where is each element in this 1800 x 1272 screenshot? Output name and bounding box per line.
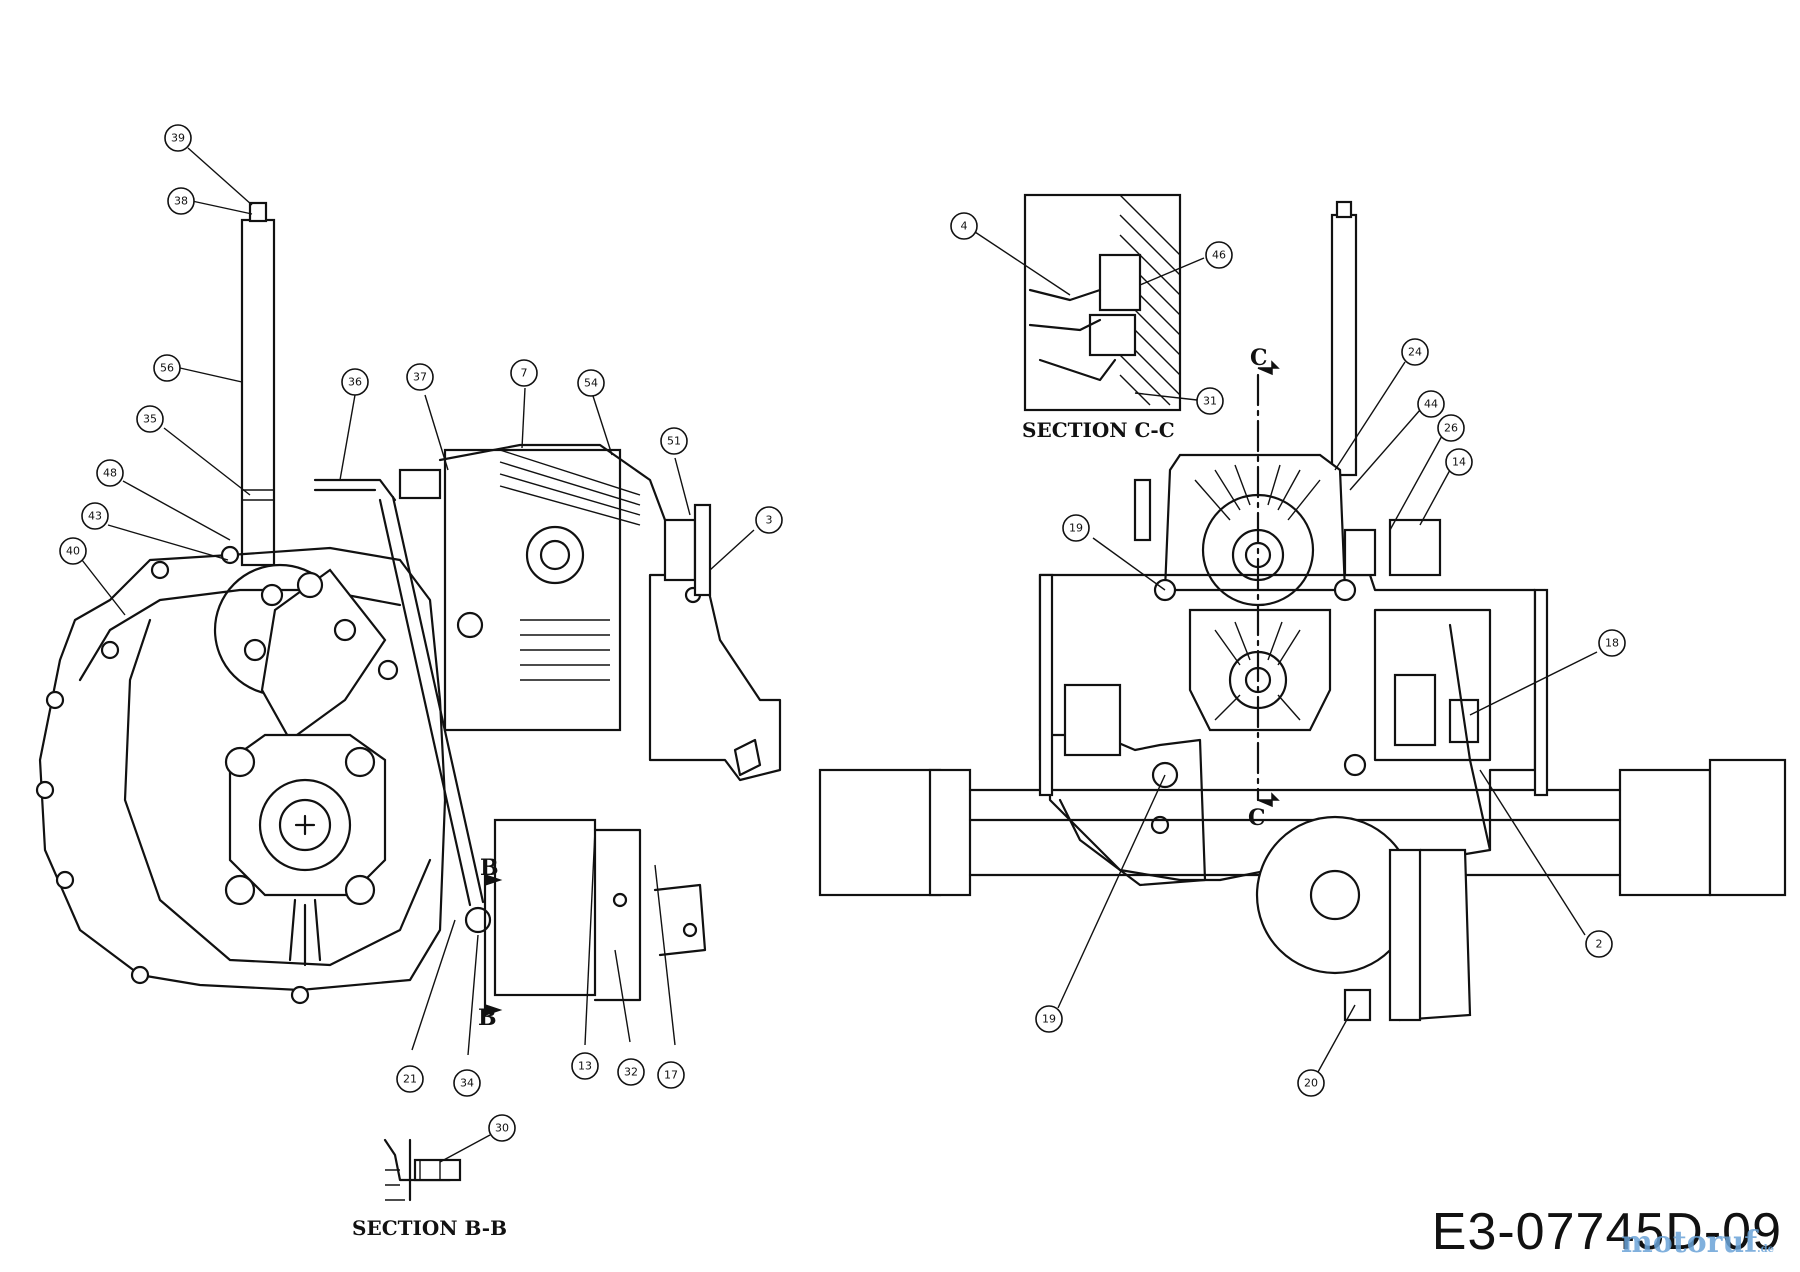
callout-37: 37 bbox=[406, 363, 434, 391]
callout-35: 35 bbox=[136, 405, 164, 433]
callout-40: 40 bbox=[59, 537, 87, 565]
svg-text:37: 37 bbox=[413, 371, 427, 384]
svg-text:46: 46 bbox=[1212, 249, 1226, 262]
svg-text:34: 34 bbox=[460, 1077, 474, 1090]
callout-24: 24 bbox=[1401, 338, 1429, 366]
callout-20: 20 bbox=[1297, 1069, 1325, 1097]
section-c-label: SECTION C-C bbox=[1022, 418, 1175, 442]
callout-44: 44 bbox=[1417, 390, 1445, 418]
left-view-transaxle: B B bbox=[35, 201, 782, 1031]
fan-spokes-lower bbox=[1214, 621, 1301, 721]
svg-text:56: 56 bbox=[160, 362, 174, 375]
callout-32: 32 bbox=[617, 1058, 645, 1086]
svg-text:48: 48 bbox=[103, 467, 117, 480]
svg-text:36: 36 bbox=[348, 376, 362, 389]
svg-text:21: 21 bbox=[403, 1073, 417, 1086]
svg-text:30: 30 bbox=[495, 1122, 509, 1135]
callout-54: 54 bbox=[577, 369, 605, 397]
cut-label-c-bottom: C bbox=[1248, 805, 1266, 831]
callout-18: 18 bbox=[1598, 629, 1626, 657]
svg-text:13: 13 bbox=[578, 1060, 592, 1073]
section-b-label: SECTION B-B bbox=[352, 1216, 507, 1240]
svg-text:51: 51 bbox=[667, 435, 681, 448]
callout-21: 21 bbox=[396, 1065, 424, 1093]
callout-7: 7 bbox=[510, 359, 538, 387]
callout-46: 46 bbox=[1205, 241, 1233, 269]
housing-bolts bbox=[35, 545, 310, 1005]
callout-43: 43 bbox=[81, 502, 109, 530]
svg-text:2: 2 bbox=[1596, 938, 1603, 951]
callout-2: 2 bbox=[1585, 930, 1613, 958]
callout-31: 31 bbox=[1196, 387, 1224, 415]
svg-text:18: 18 bbox=[1605, 637, 1619, 650]
svg-text:32: 32 bbox=[624, 1066, 638, 1079]
cut-label-b-top: B bbox=[480, 855, 499, 881]
svg-text:26: 26 bbox=[1444, 422, 1458, 435]
callout-36: 36 bbox=[341, 368, 369, 396]
callout-19-lower: 19 bbox=[1035, 1005, 1063, 1033]
cut-label-b-bottom: B bbox=[478, 1005, 497, 1031]
svg-text:14: 14 bbox=[1452, 456, 1466, 469]
callout-51: 51 bbox=[660, 427, 688, 455]
svg-text:35: 35 bbox=[143, 413, 157, 426]
svg-text:17: 17 bbox=[664, 1069, 678, 1082]
svg-text:24: 24 bbox=[1408, 346, 1422, 359]
svg-text:54: 54 bbox=[584, 377, 598, 390]
callout-3: 3 bbox=[755, 506, 783, 534]
fan-spokes-upper bbox=[1194, 464, 1321, 521]
svg-text:19: 19 bbox=[1042, 1013, 1056, 1026]
callout-30: 30 bbox=[488, 1114, 516, 1142]
callout-38: 38 bbox=[167, 187, 195, 215]
callout-34: 34 bbox=[453, 1069, 481, 1097]
svg-text:40: 40 bbox=[66, 545, 80, 558]
cut-label-c-top: C bbox=[1250, 345, 1268, 371]
svg-text:44: 44 bbox=[1424, 398, 1438, 411]
watermark-logo: motoruf.de bbox=[1621, 1225, 1774, 1260]
callout-13: 13 bbox=[571, 1052, 599, 1080]
watermark-suffix: .de bbox=[1757, 1244, 1774, 1255]
svg-text:19: 19 bbox=[1069, 522, 1083, 535]
callout-14: 14 bbox=[1445, 448, 1473, 476]
svg-text:20: 20 bbox=[1304, 1077, 1318, 1090]
cooling-fins bbox=[499, 449, 641, 681]
svg-text:38: 38 bbox=[174, 195, 188, 208]
callout-39: 39 bbox=[164, 124, 192, 152]
svg-text:31: 31 bbox=[1203, 395, 1217, 408]
section-c-detail: SECTION C-C bbox=[1022, 193, 1182, 442]
callout-19-upper: 19 bbox=[1062, 514, 1090, 542]
watermark-brand: motoruf bbox=[1621, 1225, 1758, 1260]
svg-text:43: 43 bbox=[88, 510, 102, 523]
callout-4: 4 bbox=[950, 212, 978, 240]
svg-text:4: 4 bbox=[961, 220, 968, 233]
section-b-detail: SECTION B-B bbox=[352, 1138, 507, 1240]
callout-48: 48 bbox=[96, 459, 124, 487]
svg-text:39: 39 bbox=[171, 132, 185, 145]
callout-56: 56 bbox=[153, 354, 181, 382]
svg-text:3: 3 bbox=[766, 514, 773, 527]
svg-text:7: 7 bbox=[521, 367, 528, 380]
drawing-number: E3-07745D-09 bbox=[1431, 1203, 1782, 1261]
callout-26: 26 bbox=[1437, 414, 1465, 442]
callouts: 39 38 56 35 48 43 40 36 37 7 54 51 3 21 … bbox=[59, 124, 1626, 1163]
right-view-axle: C C bbox=[818, 200, 1787, 1022]
callout-17: 17 bbox=[657, 1061, 685, 1089]
